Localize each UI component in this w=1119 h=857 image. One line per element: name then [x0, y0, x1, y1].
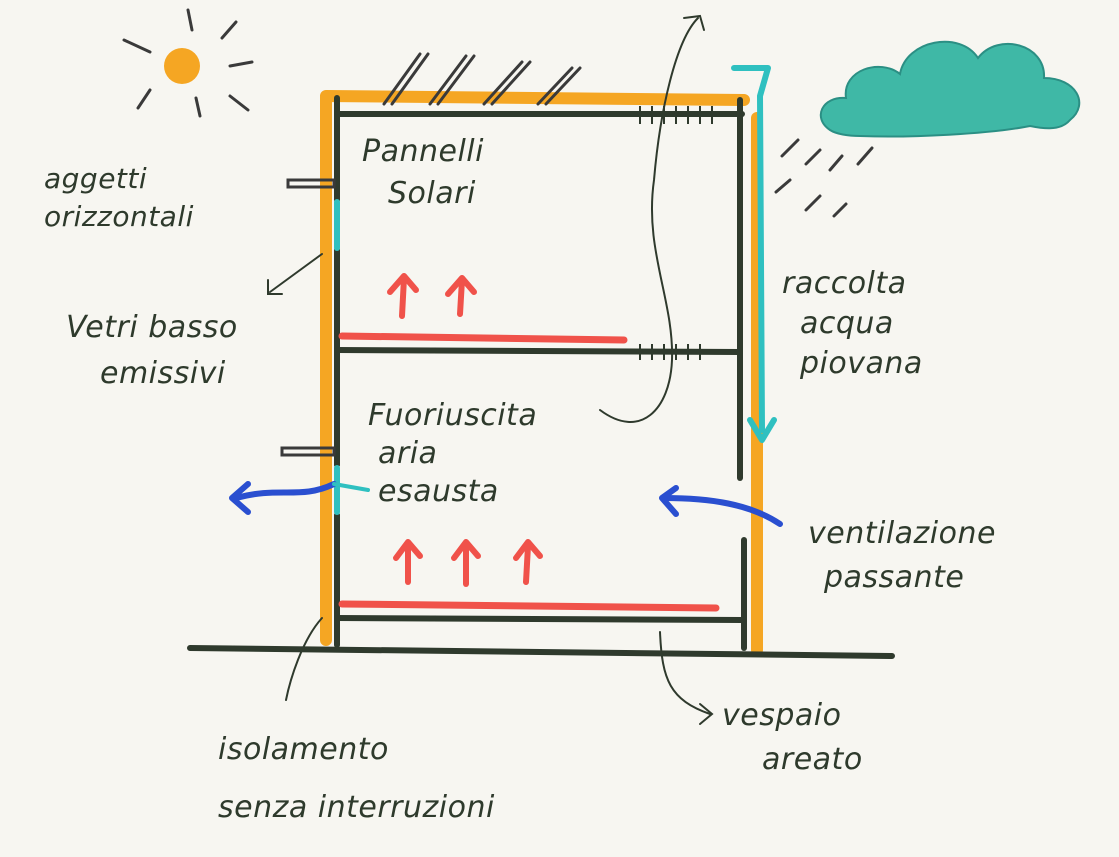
solar-panels: [382, 52, 582, 106]
cross-ventilation-label: passante: [824, 560, 965, 595]
heat-arrow: [387, 273, 419, 319]
low-e-glass-label: emissivi: [100, 356, 226, 391]
exhaust-air-label: Fuoriuscita: [368, 398, 538, 433]
heat-arrow: [393, 539, 423, 585]
ventilated-crawlspace-label: areato: [762, 742, 863, 777]
cross-ventilation-arrows: [229, 481, 783, 527]
heat-arrow: [513, 539, 543, 585]
radiant-floors: [338, 332, 720, 612]
heat-arrow: [445, 275, 477, 317]
cloud-icon: [819, 40, 1081, 138]
opening-hatching: [639, 106, 713, 360]
insulation-label: senza interruzioni: [218, 790, 495, 825]
overhangs-label: aggetti: [44, 162, 148, 195]
overhangs-label: orizzontali: [44, 200, 194, 233]
solar-panels-label: Pannelli: [362, 134, 484, 169]
rainwater-downpipe: [731, 65, 777, 443]
heat-arrow: [451, 539, 481, 587]
continuous-insulation: [320, 90, 763, 656]
rainwater-label: raccolta: [782, 266, 907, 301]
exhaust-air-label: esausta: [378, 474, 499, 509]
rain-icon: [774, 138, 874, 218]
leader-lines: [267, 253, 714, 725]
building-structure: [187, 95, 895, 659]
horizontal-overhangs: [280, 178, 336, 457]
sun-icon: [122, 8, 254, 118]
heat-arrows: [387, 273, 543, 587]
low-e-glass-label: Vetri basso: [66, 310, 238, 345]
insulation-label: isolamento: [218, 732, 389, 767]
solar-panels-label: Solari: [388, 176, 476, 211]
cross-ventilation-label: ventilazione: [808, 516, 996, 551]
exhaust-airflow-line: [599, 14, 705, 423]
exhaust-air-label: aria: [378, 436, 438, 471]
ventilated-crawlspace-label: vespaio: [722, 698, 842, 733]
rainwater-label: acqua: [800, 306, 894, 341]
rainwater-label: piovana: [800, 346, 923, 381]
